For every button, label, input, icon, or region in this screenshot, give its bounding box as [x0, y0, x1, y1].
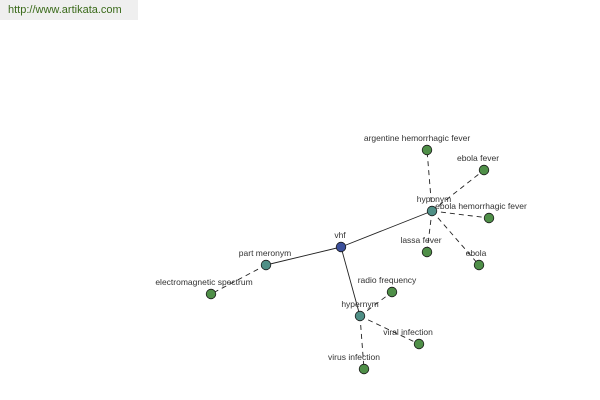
node-ebola_hemorrhagic[interactable] — [483, 212, 495, 224]
node-label-ebola_fever[interactable]: ebola fever — [457, 153, 499, 163]
node-hypernym[interactable] — [354, 310, 366, 322]
node-vhf[interactable] — [335, 241, 347, 253]
node-label-vhf[interactable]: vhf — [334, 230, 346, 240]
node-label-viral[interactable]: viral infection — [383, 327, 433, 337]
graph-edges — [210, 149, 490, 370]
edge-vhf-hypernym — [340, 246, 361, 317]
site-banner: http://www.artikata.com — [0, 0, 138, 20]
node-label-virus[interactable]: virus infection — [328, 352, 380, 362]
edge-hyponym-ebola_hemorrhagic — [431, 210, 490, 219]
node-hyponym[interactable] — [426, 205, 438, 217]
node-label-ebola_hemorrhagic[interactable]: ebola hemorrhagic fever — [435, 201, 527, 211]
node-label-hyponym[interactable]: hyponym — [417, 194, 452, 204]
edge-hyponym-ebola — [431, 210, 480, 266]
edge-part_meronym-electromagnetic — [210, 264, 267, 295]
graph-nodes — [205, 144, 495, 375]
node-label-ebola[interactable]: ebola — [466, 248, 487, 258]
graph-labels: vhf hyponym part meronym hypernym argentine … — [155, 133, 527, 362]
node-viral[interactable] — [413, 338, 425, 350]
node-ebola_fever[interactable] — [478, 164, 490, 176]
node-part_meronym[interactable] — [260, 259, 272, 271]
edge-hypernym-viral — [359, 315, 420, 345]
edge-hyponym-ebola_fever — [431, 169, 485, 212]
node-virus[interactable] — [358, 363, 370, 375]
node-label-hypernym[interactable]: hypernym — [341, 299, 378, 309]
node-label-part_meronym[interactable]: part meronym — [239, 248, 291, 258]
edge-vhf-hyponym — [340, 210, 433, 248]
node-electromagnetic[interactable] — [205, 288, 217, 300]
edge-hypernym-radio — [359, 291, 393, 317]
node-label-argentine[interactable]: argentine hemorrhagic fever — [364, 133, 470, 143]
edge-hyponym-argentine — [426, 149, 433, 212]
node-argentine[interactable] — [421, 144, 433, 156]
node-label-electromagnetic[interactable]: electromagnetic spectrum — [155, 277, 252, 287]
node-label-lassa[interactable]: lassa fever — [400, 235, 441, 245]
edge-hyponym-lassa — [426, 210, 433, 253]
node-label-radio[interactable]: radio frequency — [358, 275, 417, 285]
node-lassa[interactable] — [421, 246, 433, 258]
edge-vhf-part_meronym — [265, 246, 342, 266]
site-url-link[interactable]: http://www.artikata.com — [8, 4, 122, 16]
node-radio[interactable] — [386, 286, 398, 298]
node-ebola[interactable] — [473, 259, 485, 271]
